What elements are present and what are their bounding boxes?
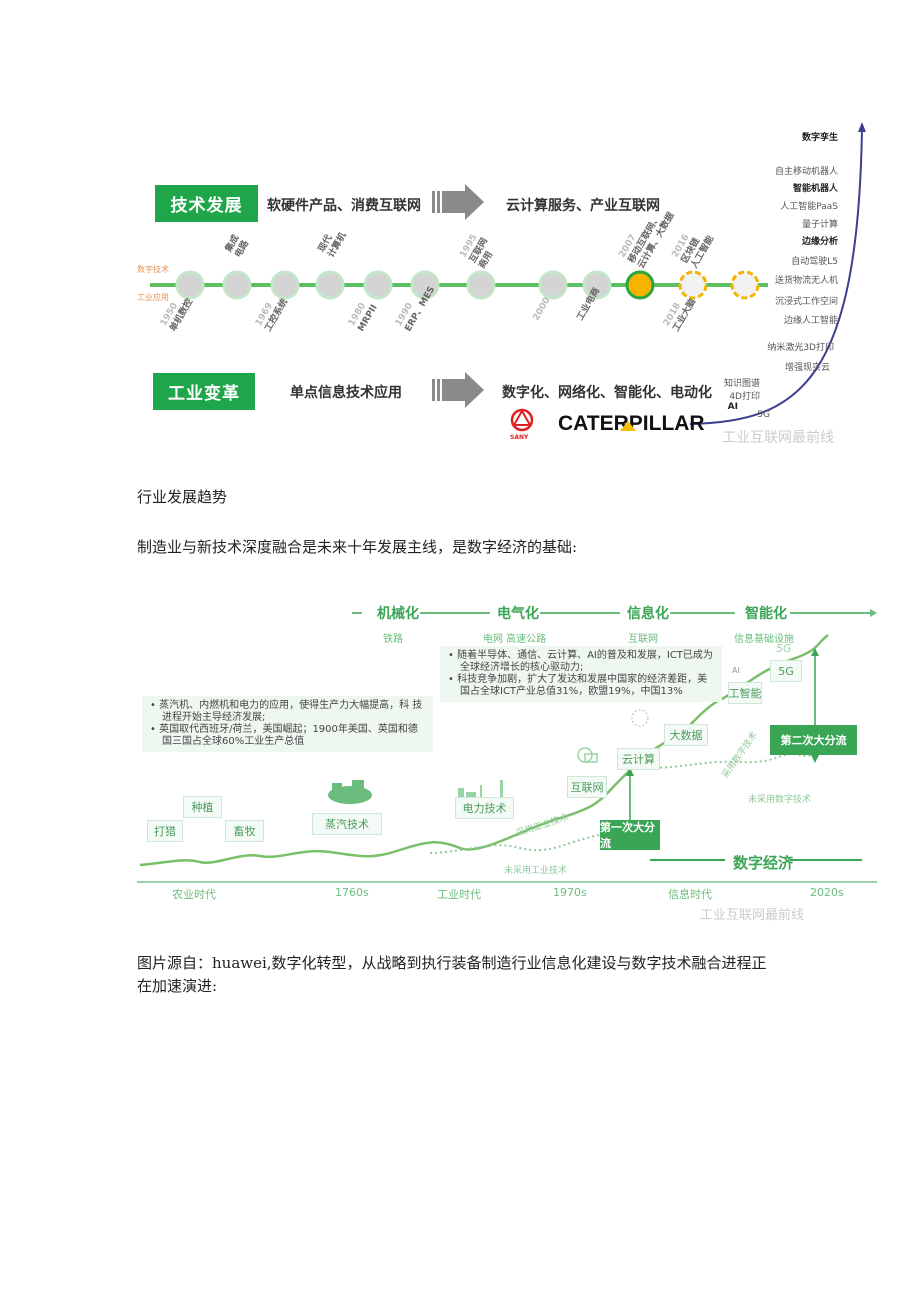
future-tech-label: 人工智能PaaS <box>780 202 838 212</box>
milestone-node <box>582 270 612 300</box>
future-tech-label: 自动驾驶L5 <box>791 257 838 267</box>
note-bullet: • 随着半导体、通信、云计算、AI的普及和发展，ICT已成为全球经济增长的核心驱… <box>448 650 713 673</box>
industry-revolution-label: 工业变革 <box>153 373 255 410</box>
adopted-curve <box>139 634 829 867</box>
watermark: 工业互联网最前线 <box>722 429 834 446</box>
tech-box-bigdata: 大数据 <box>664 724 708 746</box>
tech-box-electric: 电力技术 <box>455 797 514 819</box>
era-electrification: 电气化 <box>497 606 539 622</box>
future-tech-label: AI <box>727 402 738 412</box>
axis-digital-tech: 数字技术 <box>137 265 169 274</box>
future-tech-label: 送货物流无人机 <box>774 276 838 286</box>
caption-line-1: 图片源自：huawei,数字化转型，从战略到执行装备制造行业信息化建设与数字技术… <box>137 954 767 972</box>
tech-box-cloud: 云计算 <box>617 748 660 770</box>
future-tech-label: 纳米激光3D打印 <box>767 343 834 353</box>
tech-development-label: 技术发展 <box>155 185 258 222</box>
future-tech-label: 增强现实云 <box>784 363 830 373</box>
future-tech-label: 边缘人工智能 <box>783 316 838 326</box>
axis-label: 1760s <box>335 886 369 899</box>
farm-icon <box>328 780 372 804</box>
digital-economy-label: 数字经济 <box>733 854 794 872</box>
timeline-graphic: SANY CATERPILLAR 工业互联网最前线 <box>150 122 866 446</box>
svg-text:SANY: SANY <box>510 434 529 441</box>
growth-curve <box>689 127 863 425</box>
tech-box-internet: 互联网 <box>567 776 607 798</box>
first-divergence-label: 第一次大分流 <box>600 820 660 850</box>
tech-box-5g: 5G <box>770 660 802 682</box>
tech-box-livestock: 畜牧 <box>225 820 264 842</box>
tech-box-planting: 种植 <box>183 796 222 818</box>
axis-label: 2020s <box>810 886 844 899</box>
milestone-node <box>538 270 568 300</box>
axis-label: 信息时代 <box>668 888 712 901</box>
curve-arrowhead <box>858 122 866 132</box>
future-tech-label: 边缘分析 <box>801 237 838 247</box>
future-tech-label: 量子计算 <box>801 220 838 230</box>
factory-icon <box>458 780 503 800</box>
milestone-node <box>410 270 440 300</box>
not-adopt-industrial-label: 未采用工业技术 <box>504 866 568 876</box>
tech-after-text: 云计算服务、产业互联网 <box>506 198 660 214</box>
era-sub-railway: 铁路 <box>383 634 403 645</box>
note-bullet: • 科技竞争加剧，扩大了发达和发展中国家的经济差距，美国占全球ICT产业总值31… <box>448 674 708 697</box>
milestone-node <box>315 270 345 300</box>
axis-label: 1970s <box>553 886 587 899</box>
milestone-node <box>625 270 655 300</box>
milestone-node <box>363 270 393 300</box>
future-tech-label: 沉浸式工作空间 <box>774 297 838 307</box>
tech-box-steam: 蒸汽技术 <box>312 813 382 835</box>
era-intelligentization: 智能化 <box>745 606 787 622</box>
sany-logo: SANY <box>510 408 534 441</box>
ai-icon: AI <box>732 666 740 675</box>
future-tech-label: 自主移动机器人 <box>774 167 838 177</box>
era-sub-grid: 电网 高速公路 <box>483 634 547 645</box>
second-divergence-label: 第二次大分流 <box>770 725 857 755</box>
axis-label: 工业时代 <box>437 888 481 901</box>
cloud-icon <box>631 709 649 727</box>
axis-industrial-app: 工业应用 <box>137 293 169 302</box>
note-industrial-era: • 蒸汽机、内燃机和电力的应用，使得生产力大幅提高，科 技进程开始主导经济发展;… <box>142 696 433 752</box>
future-tech-label: 知识图谱 <box>723 379 760 389</box>
milestone-node <box>678 270 708 300</box>
tech-box-ai: 工智能 <box>728 682 762 704</box>
note-bullet: • 英国取代西班牙/荷兰，美国崛起；1900年美国、英国和德 国三国占全球60%… <box>150 724 418 747</box>
milestone-node <box>175 270 205 300</box>
milestone-node <box>270 270 300 300</box>
section-heading: 行业发展趋势 <box>137 488 228 506</box>
tech-box-hunting: 打猎 <box>147 820 183 842</box>
not-adopted-industrial-curve <box>429 834 601 854</box>
era-informatization: 信息化 <box>627 606 669 622</box>
milestone-node <box>222 270 252 300</box>
milestone-node <box>730 270 760 300</box>
industry-after-text: 数字化、网络化、智能化、电动化 <box>502 385 712 401</box>
globe-icon <box>577 747 598 763</box>
future-tech-label: 5G <box>757 410 770 420</box>
not-adopt-digital-label: 未采用数字技术 <box>748 795 812 805</box>
future-tech-label: 4D打印 <box>729 392 760 402</box>
future-tech-label: 数字孪生 <box>801 133 838 143</box>
tech-before-text: 软硬件产品、消费互联网 <box>267 198 421 214</box>
note-information-era: • 随着半导体、通信、云计算、AI的普及和发展，ICT已成为全球经济增长的核心驱… <box>440 646 722 702</box>
caption-line-2: 在加速演进: <box>137 977 218 995</box>
watermark: 工业互联网最前线 <box>700 908 805 923</box>
arrow-icon <box>432 184 484 408</box>
axis-label: 农业时代 <box>172 888 216 901</box>
caterpillar-logo: CATERPILLAR <box>558 412 705 435</box>
industry-before-text: 单点信息技术应用 <box>290 385 402 401</box>
era-sub-infrastructure: 信息基础设施 <box>734 634 794 645</box>
era-mechanization: 机械化 <box>377 606 419 622</box>
milestone-node <box>466 270 496 300</box>
note-bullet: • 蒸汽机、内燃机和电力的应用，使得生产力大幅提高，科 技进程开始主导经济发展; <box>150 700 423 723</box>
future-tech-label: 智能机器人 <box>792 184 838 194</box>
era-sub-internet: 互联网 <box>628 634 658 645</box>
intro-paragraph: 制造业与新技术深度融合是未来十年发展主线，是数字经济的基础: <box>137 538 578 556</box>
5g-icon: 5G <box>776 642 792 655</box>
